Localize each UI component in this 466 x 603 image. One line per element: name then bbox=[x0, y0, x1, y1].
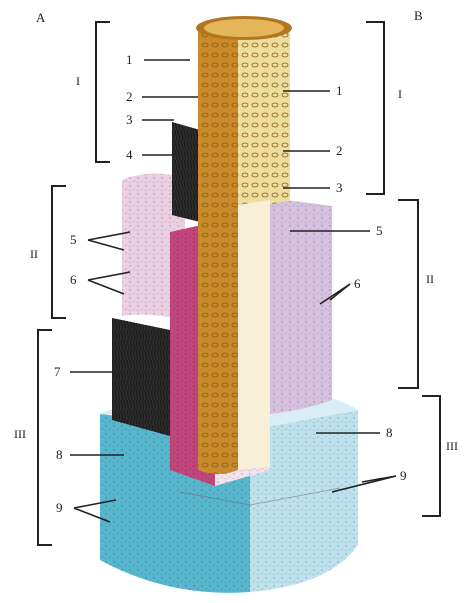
bracket-right-1: I bbox=[398, 87, 402, 101]
panel-label-a: A bbox=[36, 10, 46, 25]
right-label-2: 2 bbox=[336, 143, 343, 158]
right-label-8: 8 bbox=[386, 425, 393, 440]
right-label-9: 9 bbox=[400, 468, 407, 483]
left-label-1: 1 bbox=[126, 52, 133, 67]
left-label-3: 3 bbox=[126, 112, 133, 127]
left-label-2: 2 bbox=[126, 89, 133, 104]
fibre-block-seven bbox=[112, 318, 170, 436]
right-label-1: 1 bbox=[336, 83, 343, 98]
left-label-5: 5 bbox=[70, 232, 77, 247]
bracket-left-1: I bbox=[76, 74, 80, 88]
right-label-5: 5 bbox=[376, 223, 383, 238]
panel-label-b: B bbox=[414, 8, 423, 23]
left-label-4: 4 bbox=[126, 147, 133, 162]
left-label-6: 6 bbox=[70, 272, 77, 287]
right-label-3: 3 bbox=[336, 180, 343, 195]
bracket-left-3: III bbox=[14, 427, 26, 441]
bracket-right-3: III bbox=[446, 439, 458, 453]
right-label-6: 6 bbox=[354, 276, 361, 291]
left-label-7: 7 bbox=[54, 364, 61, 379]
bracket-right-2: II bbox=[426, 272, 434, 286]
left-label-8: 8 bbox=[56, 447, 63, 462]
bracket-left-2: II bbox=[30, 247, 38, 261]
fibre-block-four bbox=[172, 122, 200, 222]
left-label-9: 9 bbox=[56, 500, 63, 515]
